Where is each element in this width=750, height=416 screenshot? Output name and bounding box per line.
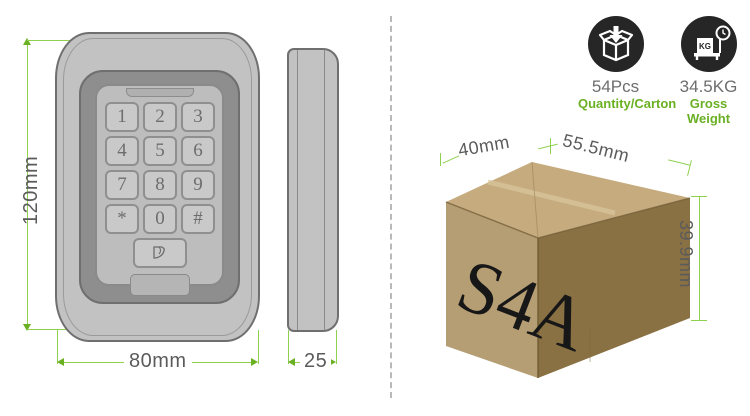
carton-depth-tick-left [440,153,441,166]
doorbell-icon [152,246,165,259]
carton-height-tick-bottom [691,320,707,321]
width-ext-line-left [57,330,58,364]
bottom-tab-slot [129,274,190,296]
device-bezel: 1 2 3 4 5 6 7 8 9 * 0 # [79,70,240,304]
depth-arrow-left [288,358,295,366]
height-ext-line-bottom [27,329,75,330]
device-side-view [287,48,339,332]
depth-dimension-label: 25 [300,350,332,373]
carton-box-svg: S4A [445,161,691,378]
quantity-label: Quantity/Carton [578,95,677,111]
width-ext-line-right [258,330,259,364]
carton-right-face [538,198,690,378]
packaging-badges: 54Pcs Quantity/Carton [578,16,746,127]
key-2[interactable]: 2 [143,102,177,132]
carton-height-label: 39.9mm [676,220,696,289]
width-arrow-left [57,358,64,366]
carton-illustration: S4A 40mm 55.5mm 39.9mm [440,130,710,380]
section-divider [390,16,392,398]
weight-value: 34.5KG [679,77,738,96]
quantity-badge-circle [587,16,644,72]
carton-height-line [699,196,700,320]
width-arrow-right [251,358,258,366]
key-6[interactable]: 6 [181,136,215,166]
keypad-grid: 1 2 3 4 5 6 7 8 9 * 0 # [105,102,215,234]
weight-badge: KG 34.5KG Gross Weight [671,16,746,127]
height-ext-line-top [27,40,75,41]
key-7[interactable]: 7 [105,170,139,200]
key-5[interactable]: 5 [143,136,177,166]
carton-left-face [446,202,538,378]
quantity-value: 54Pcs [591,77,640,96]
height-dimension-line [27,42,28,328]
box-packing-icon [598,26,633,62]
key-hash[interactable]: # [181,204,215,234]
keypad-panel: 1 2 3 4 5 6 7 8 9 * 0 # [95,84,224,296]
speaker-slot [125,88,194,97]
carton-depth-tick-right [550,138,551,154]
width-dimension-label: 80mm [124,350,192,373]
key-1[interactable]: 1 [105,102,139,132]
carton-height-tick-top [691,196,707,197]
depth-ext-line-left [288,330,289,364]
key-8[interactable]: 8 [143,170,177,200]
height-arrow-top [23,38,31,45]
depth-ext-line-right [336,330,337,364]
depth-arrow-right [329,358,336,366]
key-star[interactable]: * [105,204,139,234]
key-4[interactable]: 4 [105,136,139,166]
doorbell-button[interactable] [132,238,187,268]
device-front-view: 1 2 3 4 5 6 7 8 9 * 0 # [55,32,260,342]
key-3[interactable]: 3 [181,102,215,132]
height-arrow-bottom [23,324,31,331]
weight-scale-icon: KG [693,25,730,60]
weight-label: Gross Weight [686,95,731,127]
quantity-badge: 54Pcs Quantity/Carton [578,16,677,127]
svg-text:KG: KG [699,42,711,51]
side-seam-rear [324,50,325,330]
key-0[interactable]: 0 [143,204,177,234]
height-dimension-label: 120mm [20,155,42,225]
carton-depth-line-right [538,143,558,150]
side-seam-front [297,50,298,330]
key-9[interactable]: 9 [181,170,215,200]
weight-badge-circle: KG [680,16,737,72]
